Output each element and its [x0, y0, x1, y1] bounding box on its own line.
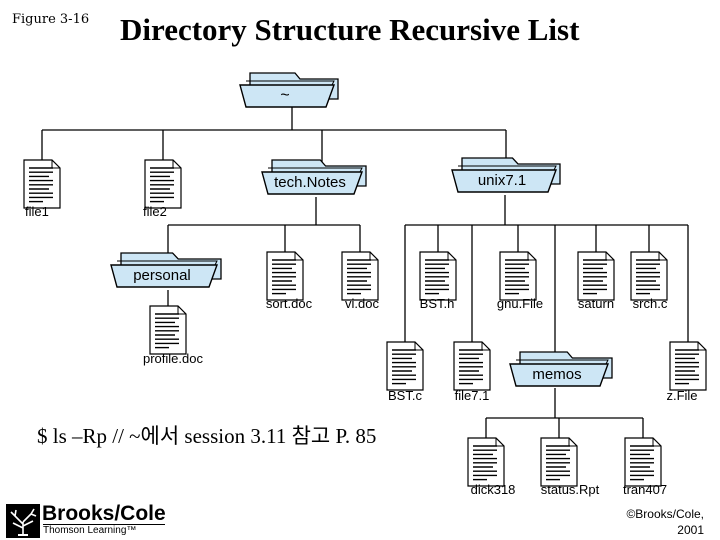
- folder-paper-icon: [516, 359, 609, 365]
- file-label: vi.doc: [345, 296, 379, 311]
- file-label: tran407: [623, 482, 667, 497]
- file-label: profile.doc: [143, 351, 203, 366]
- folder-paper-icon: [268, 167, 363, 173]
- figure-label: Figure 3-16: [12, 12, 90, 27]
- document-icon: [577, 251, 615, 301]
- folder-memos[interactable]: memos: [509, 351, 613, 387]
- file-label: sort.doc: [266, 296, 313, 311]
- document-icon: [624, 437, 662, 487]
- folder-paper-icon: [117, 260, 218, 266]
- folder-front-icon: [261, 171, 363, 195]
- file-tran407[interactable]: tran407: [623, 437, 667, 497]
- file-label: file1: [25, 204, 49, 219]
- logo-rule: [43, 524, 165, 525]
- folder-unix7-1[interactable]: unix7.1: [451, 157, 561, 193]
- file-saturn[interactable]: saturn: [577, 251, 615, 311]
- file-label: saturn: [578, 296, 614, 311]
- publisher-logo: Brooks/Cole Thomson Learning™: [6, 502, 176, 538]
- document-icon: [144, 159, 182, 209]
- folder-label: tech.Notes: [274, 174, 346, 191]
- copyright: ©Brooks/Cole, 2001: [564, 506, 704, 538]
- folder-front-icon: [110, 264, 218, 288]
- folder-[interactable]: ~: [239, 72, 339, 108]
- document-icon: [467, 437, 505, 487]
- file-label: z.File: [666, 388, 697, 403]
- folder-label: memos: [532, 366, 581, 383]
- document-icon: [540, 437, 578, 487]
- document-icon: [453, 341, 491, 391]
- file-label: BST.h: [420, 296, 455, 311]
- file-label: dick318: [471, 482, 516, 497]
- folder-tech-notes[interactable]: tech.Notes: [261, 159, 367, 195]
- document-icon: [669, 341, 707, 391]
- file-label: gnu.File: [497, 296, 543, 311]
- file-gnu-file[interactable]: gnu.File: [497, 251, 543, 311]
- file-srch-c[interactable]: srch.c: [630, 251, 668, 311]
- document-icon: [266, 251, 304, 301]
- file-bst-h[interactable]: BST.h: [419, 251, 457, 311]
- file-z-file[interactable]: z.File: [666, 341, 707, 403]
- folder-paper-icon: [246, 80, 335, 86]
- tree-logo-icon: [6, 504, 40, 538]
- file-bst-c[interactable]: BST.c: [386, 341, 424, 403]
- document-icon: [23, 159, 61, 209]
- logo-subtitle: Thomson Learning™: [43, 525, 137, 536]
- file-dick318[interactable]: dick318: [467, 437, 516, 497]
- folder-front-icon: [509, 363, 609, 387]
- command-line: $ ls –Rp // ~에서 session 3.11 참고 P. 85: [37, 424, 377, 448]
- document-icon: [149, 305, 187, 355]
- file-file7-1[interactable]: file7.1: [453, 341, 491, 403]
- file-file2[interactable]: file2: [143, 159, 182, 219]
- file-status-rpt[interactable]: status.Rpt: [540, 437, 600, 497]
- document-icon: [341, 251, 379, 301]
- file-vi-doc[interactable]: vi.doc: [341, 251, 379, 311]
- document-icon: [630, 251, 668, 301]
- file-label: file7.1: [455, 388, 490, 403]
- file-label: BST.c: [388, 388, 422, 403]
- folder-paper-icon: [458, 165, 557, 171]
- file-sort-doc[interactable]: sort.doc: [266, 251, 313, 311]
- folder-label: personal: [133, 267, 191, 284]
- document-icon: [499, 251, 537, 301]
- file-label: status.Rpt: [541, 482, 600, 497]
- folder-label: unix7.1: [478, 172, 526, 189]
- copyright-line2: 2001: [677, 523, 704, 537]
- document-icon: [419, 251, 457, 301]
- file-label: srch.c: [633, 296, 668, 311]
- file-profile-doc[interactable]: profile.doc: [143, 305, 203, 366]
- page-title: Directory Structure Recursive List: [120, 12, 580, 47]
- folder-front-icon: [451, 169, 557, 193]
- document-icon: [386, 341, 424, 391]
- folder-front-icon: [239, 84, 335, 108]
- file-label: file2: [143, 204, 167, 219]
- copyright-line1: ©Brooks/Cole,: [626, 507, 704, 521]
- folder-label: ~: [280, 87, 289, 104]
- logo-name: Brooks/Cole: [42, 502, 166, 525]
- file-file1[interactable]: file1: [23, 159, 61, 219]
- folder-personal[interactable]: personal: [110, 252, 222, 288]
